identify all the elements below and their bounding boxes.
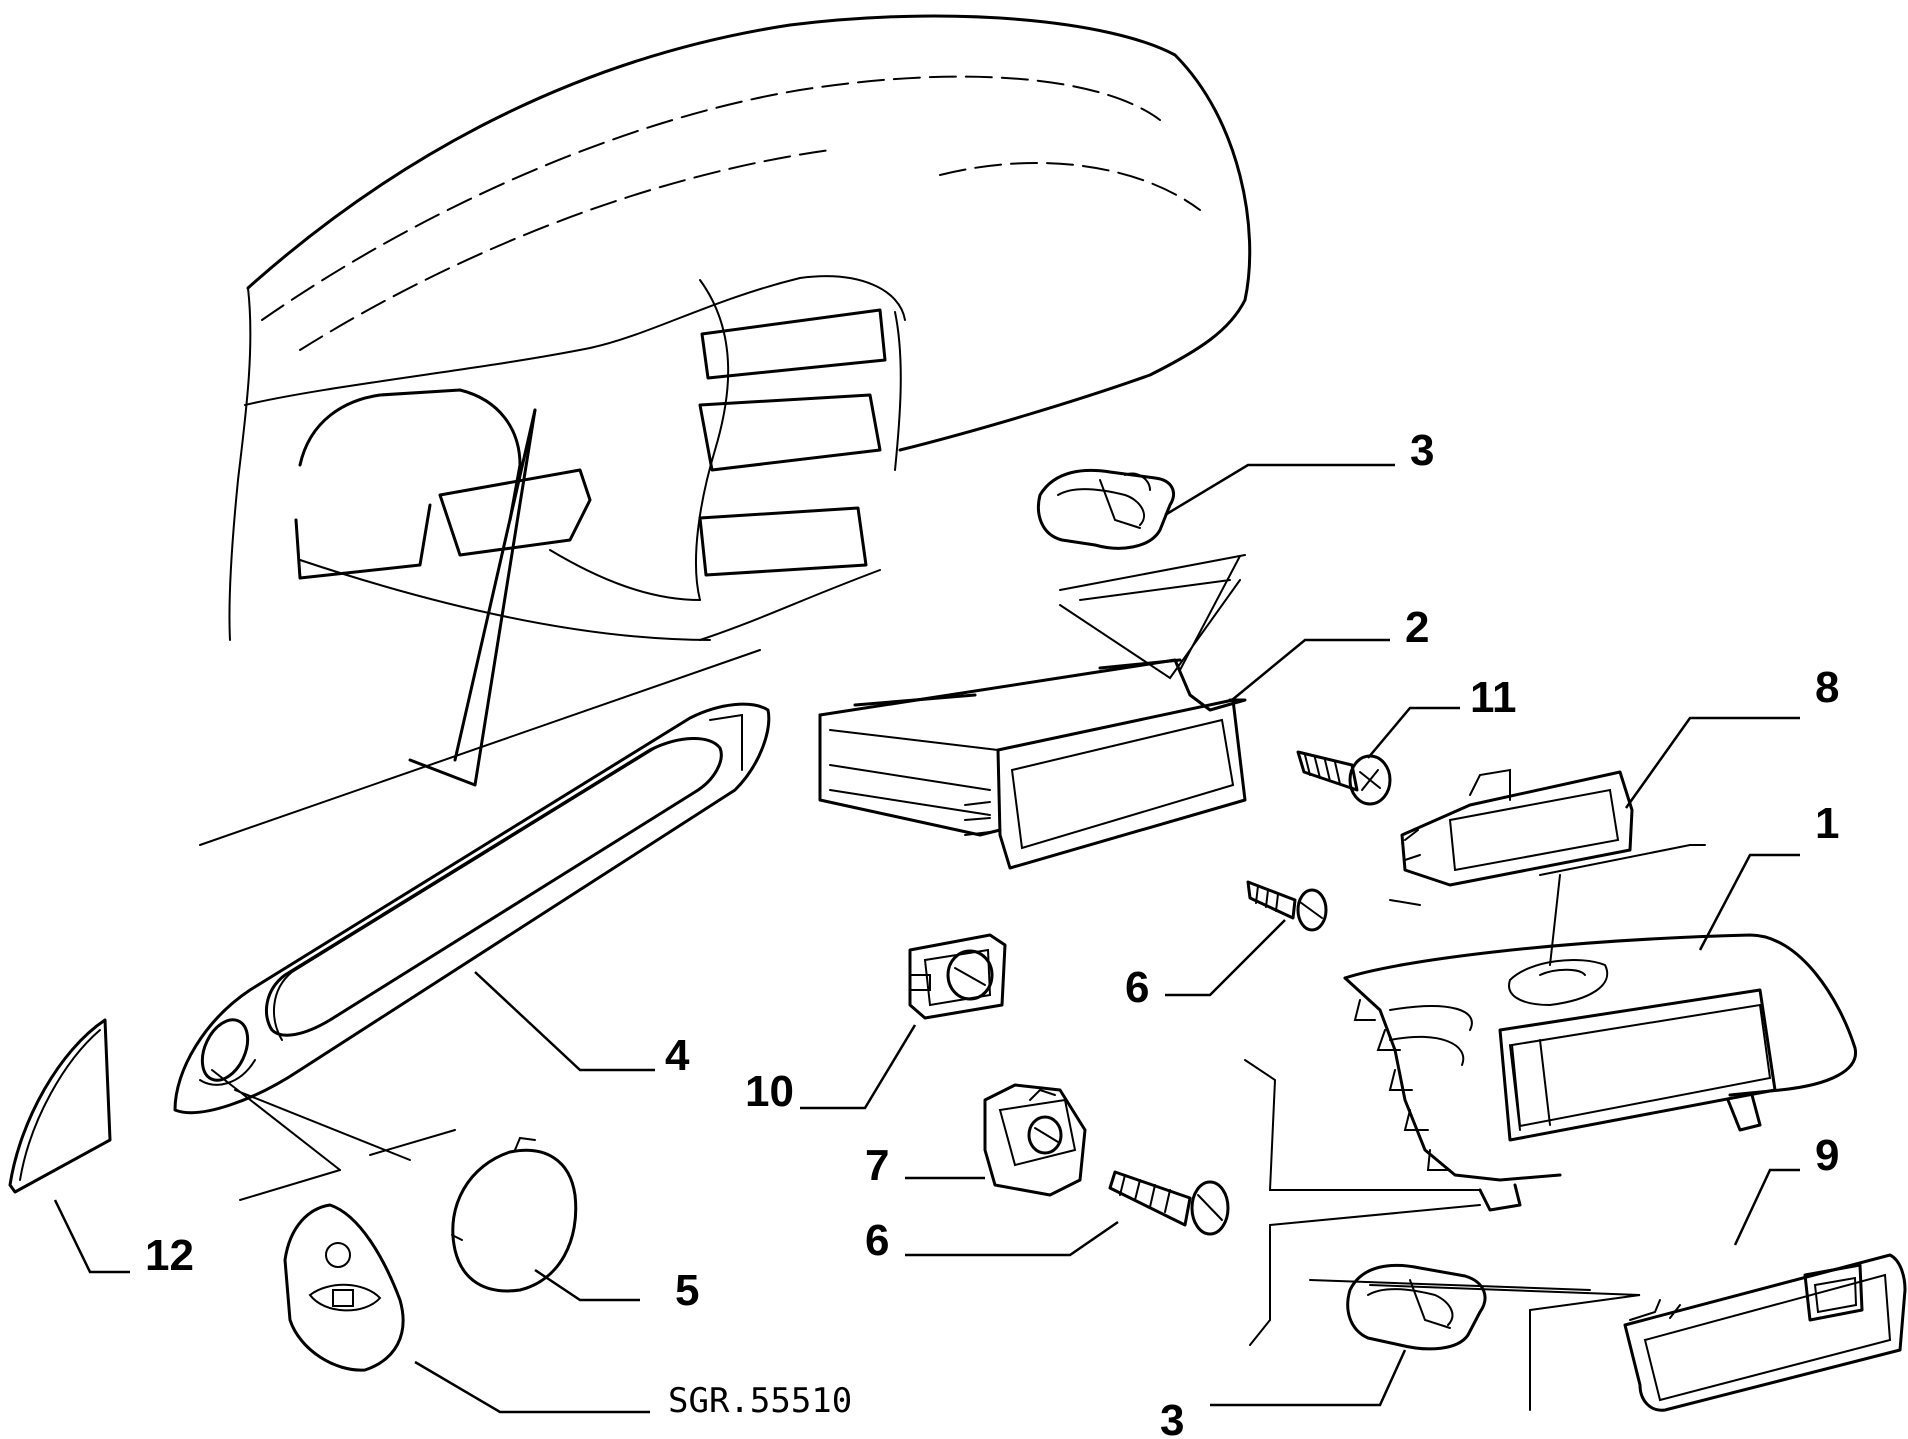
- part-8-insert-tray: [1400, 768, 1634, 887]
- part-1-console-housing: [1343, 844, 1858, 1212]
- part-6-screw-upper: [1246, 880, 1328, 932]
- part-12-end-cap: [8, 1018, 112, 1194]
- callout-1: 1: [1815, 799, 1839, 848]
- callout-12: 12: [145, 1231, 194, 1280]
- dashboard-outline: [199, 14, 1252, 846]
- part-5-round-cover: [451, 1136, 578, 1293]
- part-3-clip-bottom: [1346, 1263, 1487, 1351]
- callout-labels: 3 2 11 8 1 6 4 10 7 6 9 12 5 3 SGR.55510: [145, 426, 1839, 1439]
- part-7-bracket-clip: [983, 1083, 1087, 1197]
- part-6-screw-lower: [1108, 1170, 1230, 1236]
- leader-lines: [53, 463, 1800, 1414]
- part-4-trim-panel: [173, 702, 771, 1115]
- callout-4: 4: [665, 1031, 690, 1080]
- part-11-screw: [1296, 750, 1392, 806]
- callout-7: 7: [865, 1141, 889, 1190]
- callout-6-upper: 6: [1125, 963, 1149, 1012]
- reference-code: SGR.55510: [668, 1381, 852, 1421]
- callout-11: 11: [1470, 673, 1517, 722]
- part-10-clip: [908, 933, 1007, 1020]
- callout-10: 10: [745, 1067, 794, 1116]
- part-2-storage-box: [818, 554, 1247, 870]
- part-9-frame-plate: [1623, 1253, 1907, 1412]
- part-3-clip-top: [1037, 468, 1175, 550]
- callout-2: 2: [1405, 603, 1429, 652]
- callout-3-top: 3: [1410, 426, 1434, 475]
- callout-6-lower: 6: [865, 1216, 889, 1265]
- callout-9: 9: [1815, 1131, 1839, 1180]
- switch-panel: [283, 1203, 405, 1372]
- assembly-guide-lines: [211, 555, 1641, 1411]
- callout-8: 8: [1815, 663, 1839, 712]
- callout-3-bottom: 3: [1160, 1396, 1184, 1439]
- callout-5: 5: [675, 1266, 699, 1315]
